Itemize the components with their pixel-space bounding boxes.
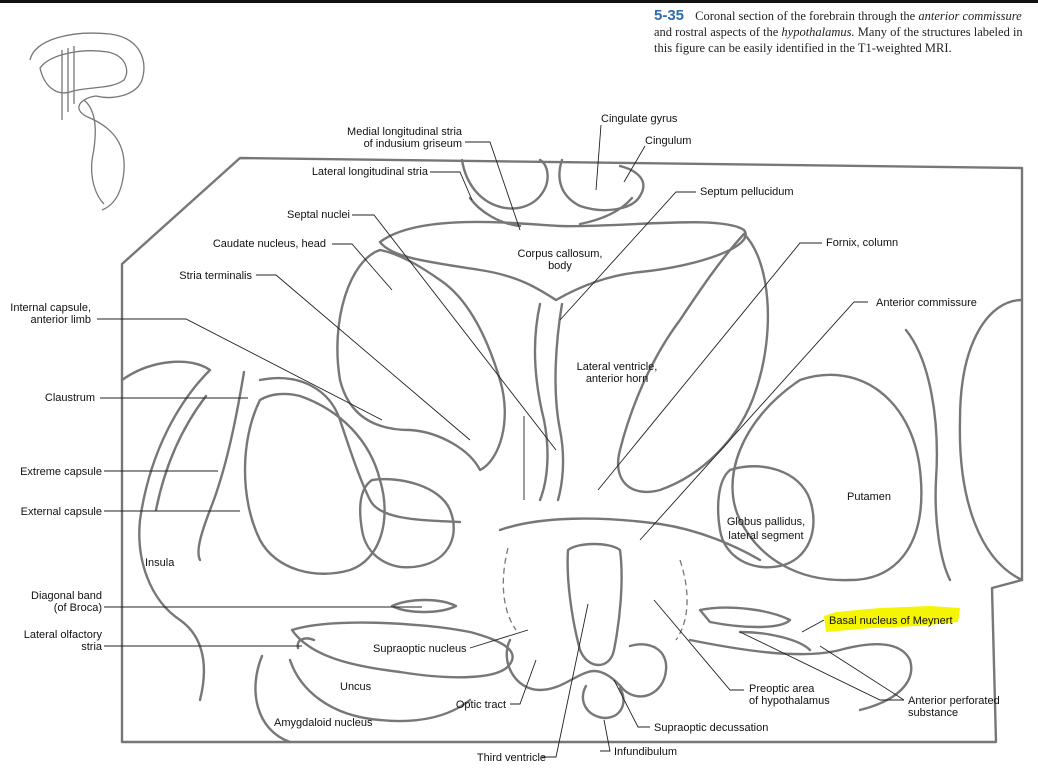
- claustrum-right: [904, 328, 952, 582]
- label-third-ventricle: Third ventricle: [477, 752, 546, 764]
- caption-italic-2: hypothalamus.: [781, 25, 855, 39]
- label-cingulate-gyrus: Cingulate gyrus: [601, 113, 678, 125]
- label-corpus-callosum-body: body: [548, 260, 572, 272]
- label-claustrum: Claustrum: [45, 392, 95, 404]
- label-globus-pallidus: Globus pallidus,: [727, 516, 805, 528]
- leader-lines: [97, 124, 905, 758]
- label-septum-pellucidum: Septum pellucidum: [700, 186, 794, 198]
- label-putamen: Putamen: [847, 491, 891, 503]
- label-anterior-commissure: Anterior commissure: [876, 297, 977, 309]
- label-stria-terminalis: Stria terminalis: [179, 270, 252, 282]
- label-corpus-callosum: Corpus callosum,: [518, 248, 603, 260]
- label-infundibulum: Infundibulum: [614, 746, 677, 758]
- label-lateral-ventricle-anterior-horn: anterior horn: [586, 373, 648, 385]
- top-border: [0, 0, 1038, 3]
- internal-capsule-left: [258, 376, 462, 524]
- label-preoptic-area: Preoptic area: [749, 683, 815, 695]
- label-fornix-column: Fornix, column: [826, 237, 898, 249]
- label-lateral-longitudinal-stria: Lateral longitudinal stria: [312, 166, 429, 178]
- basal-nucleus-outline: [698, 606, 812, 652]
- infundibulum-outline: [581, 684, 625, 720]
- diagonal-band-outline: [390, 598, 458, 614]
- basal-nucleus-highlight: [824, 606, 960, 632]
- label-uncus: Uncus: [340, 681, 372, 693]
- caption-text-2: and rostral aspects of the: [654, 25, 779, 39]
- indusium-outline: [468, 196, 634, 228]
- label-basal-nucleus-of-meynert: Basal nucleus of Meynert: [829, 615, 953, 627]
- optic-chiasm-outline: [505, 638, 668, 698]
- globus-pallidus-right: [716, 465, 815, 569]
- temporal-lobe-outline: [290, 621, 514, 679]
- label-septal-nuclei: Septal nuclei: [287, 209, 350, 221]
- septum-pellucidum-outline: [533, 302, 565, 502]
- putamen-right: [731, 373, 923, 582]
- caption-italic-1: anterior commissure: [918, 9, 1022, 23]
- figure-caption: 5-35 Coronal section of the forebrain th…: [654, 8, 1030, 56]
- corpus-callosum-outline: [378, 220, 747, 302]
- globus-pallidus-left: [358, 478, 455, 569]
- label-anterior-perforated-substance: substance: [908, 707, 958, 719]
- label-caudate-nucleus-head: Caudate nucleus, head: [213, 238, 326, 250]
- label-supraoptic-nucleus: Supraoptic nucleus: [373, 643, 467, 655]
- label-globus-pallidus-lateral-segment: lateral segment: [728, 530, 803, 542]
- label-insula: Insula: [145, 557, 175, 569]
- label-lateral-ventricle: Lateral ventricle,: [577, 361, 658, 373]
- caption-text-1: Coronal section of the forebrain through…: [695, 9, 916, 23]
- hypothalamus-dashed-left: [502, 547, 517, 631]
- insula-left: [120, 360, 212, 702]
- cingulate-gyrus-outline: [460, 158, 645, 212]
- claustrum-left: [197, 370, 246, 562]
- label-supraoptic-decussation: Supraoptic decussation: [654, 722, 768, 734]
- amygdala-outline: [254, 654, 472, 744]
- label-lateral-olfactory: Lateral olfactory: [24, 629, 103, 641]
- label-optic-tract: Optic tract: [456, 699, 506, 711]
- label-preoptic-area-hypothalamus: of hypothalamus: [749, 695, 830, 707]
- insula-right: [958, 298, 1024, 582]
- section-outline: [120, 156, 1024, 744]
- figure-number: 5-35: [654, 7, 685, 24]
- third-ventricle-outline: [566, 542, 623, 667]
- caudate-nucleus-left: [336, 248, 506, 472]
- label-anterior-perforated: Anterior perforated: [908, 695, 1000, 707]
- label-amygdaloid-nucleus: Amygdaloid nucleus: [274, 717, 373, 729]
- label-external-capsule: External capsule: [21, 506, 102, 518]
- label-lateral-olfactory-stria: stria: [81, 641, 103, 653]
- hypothalamus-dashed-right: [675, 559, 688, 641]
- extreme-capsule-left: [154, 394, 208, 512]
- label-medial-longitudinal-stria: Medial longitudinal stria: [347, 126, 463, 138]
- label-diagonal-band-broca: (of Broca): [54, 602, 102, 614]
- label-internal-capsule: Internal capsule,: [10, 302, 91, 314]
- anterior-commissure-outline: [498, 517, 762, 562]
- label-cingulum: Cingulum: [645, 135, 691, 147]
- label-internal-capsule-anterior-limb: anterior limb: [30, 314, 91, 326]
- label-diagonal-band: Diagonal band: [31, 590, 102, 602]
- caption-text-3: Many of the structures labeled in this f…: [654, 25, 1023, 55]
- label-extreme-capsule: Extreme capsule: [20, 466, 102, 478]
- label-indusium-griseum: of indusium griseum: [364, 138, 462, 150]
- anterior-perforated-outline: [688, 638, 913, 712]
- caudate-nucleus-right: [617, 232, 770, 493]
- orientation-thumbnail-icon: [29, 32, 145, 211]
